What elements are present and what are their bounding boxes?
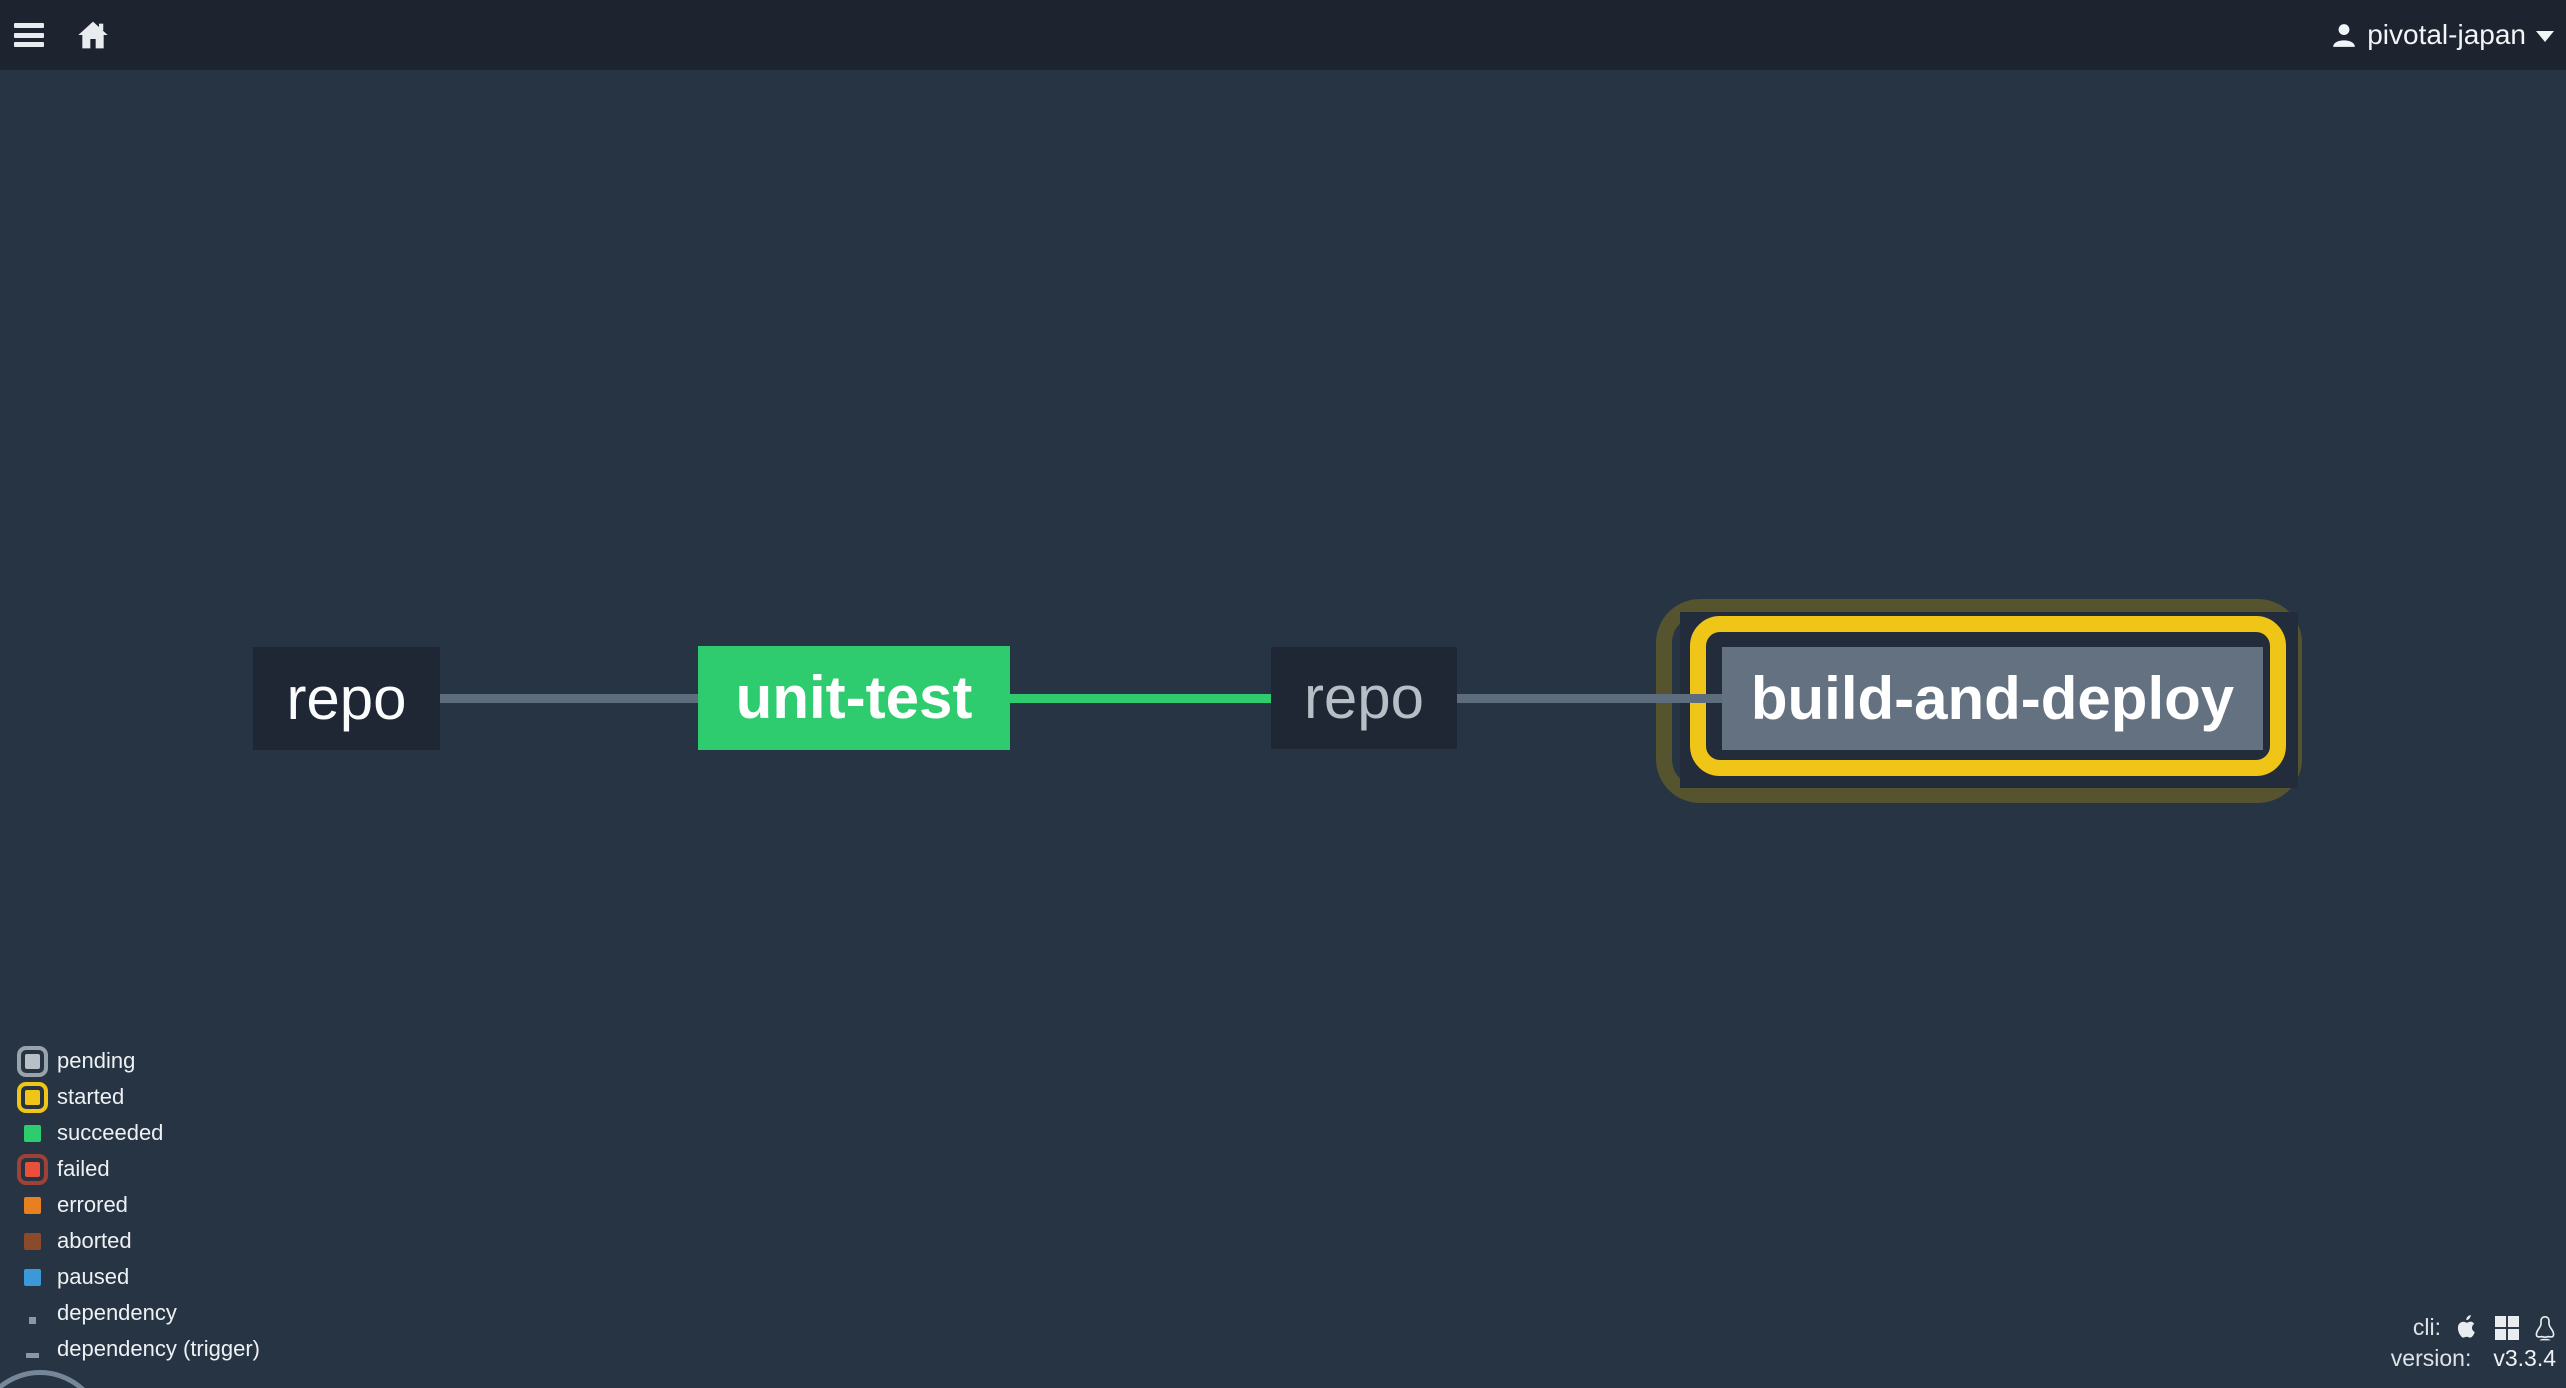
legend-label: aborted	[57, 1228, 132, 1253]
top-bar: pivotal-japan	[0, 0, 2566, 70]
legend-item: pending	[16, 1043, 260, 1079]
footer-info: cli:	[2391, 1312, 2556, 1374]
linux-icon	[2535, 1315, 2555, 1340]
caret-down-icon	[2536, 31, 2554, 42]
status-legend: pending started succeeded failed errored…	[16, 1043, 260, 1367]
legend-item: started	[16, 1079, 260, 1115]
legend-swatch-icon	[16, 1153, 48, 1185]
connector-repo-to-unit-test	[440, 694, 698, 703]
legend-item: dependency	[16, 1295, 260, 1331]
job-node-unit-test[interactable]: unit-test	[698, 646, 1010, 750]
legend-swatch-icon	[16, 1232, 48, 1250]
legend-swatch-icon	[16, 1341, 48, 1358]
cli-download-linux[interactable]	[2534, 1315, 2556, 1341]
version-label: version:	[2390, 1345, 2472, 1371]
legend-item: failed	[16, 1151, 260, 1187]
corner-arc-decoration	[0, 1370, 105, 1388]
failed-swatch-icon	[16, 1153, 48, 1185]
succeeded-swatch-icon	[23, 1124, 41, 1142]
errored-swatch-icon	[23, 1196, 41, 1214]
team-name: pivotal-japan	[2367, 19, 2526, 50]
started-swatch-icon	[16, 1081, 48, 1113]
legend-label: pending	[57, 1048, 136, 1073]
pending-swatch-icon	[16, 1045, 48, 1077]
apple-icon	[2457, 1314, 2475, 1338]
resource-label: repo	[1303, 664, 1425, 731]
legend-label: paused	[57, 1264, 130, 1289]
legend-label: dependency	[57, 1300, 177, 1325]
legend-label: errored	[57, 1192, 128, 1217]
job-label: unit-test	[735, 664, 973, 731]
cli-download-windows[interactable]	[2495, 1315, 2519, 1340]
legend-swatch-icon	[16, 1196, 48, 1214]
windows-icon	[2495, 1315, 2519, 1340]
version-value: v3.3.4	[2493, 1345, 2556, 1371]
legend-label: dependency (trigger)	[57, 1336, 261, 1361]
home-icon	[78, 21, 108, 49]
legend-swatch-icon	[16, 1081, 48, 1113]
resource-node-repo-2[interactable]: repo	[1271, 647, 1457, 749]
legend-label: failed	[57, 1156, 110, 1181]
paused-swatch-icon	[23, 1268, 41, 1286]
hamburger-menu-icon[interactable]	[14, 23, 44, 47]
home-button[interactable]	[77, 20, 109, 50]
legend-item: dependency (trigger)	[16, 1331, 260, 1367]
user-icon	[2333, 24, 2356, 47]
legend-swatch-icon	[16, 1303, 48, 1324]
legend-item: succeeded	[16, 1115, 260, 1151]
legend-label: succeeded	[57, 1120, 164, 1145]
resource-node-repo[interactable]: repo	[253, 647, 440, 750]
legend-label: started	[57, 1084, 125, 1109]
connector-unit-test-to-repo	[1010, 694, 1271, 703]
legend-item: paused	[16, 1259, 260, 1295]
connector-repo-to-build-and-deploy	[1457, 694, 1722, 703]
job-label: build-and-deploy	[1750, 664, 2235, 732]
cli-label: cli:	[2412, 1314, 2441, 1340]
legend-item: errored	[16, 1187, 260, 1223]
user-menu[interactable]: pivotal-japan	[2331, 19, 2554, 51]
resource-label: repo	[286, 664, 407, 732]
aborted-swatch-icon	[23, 1232, 41, 1250]
cli-download-apple[interactable]	[2457, 1314, 2480, 1341]
legend-swatch-icon	[16, 1268, 48, 1286]
legend-item: aborted	[16, 1223, 260, 1259]
dependency-trigger--swatch-icon	[25, 1352, 39, 1358]
job-node-build-and-deploy[interactable]: build-and-deploy	[1722, 647, 2263, 750]
legend-swatch-icon	[16, 1045, 48, 1077]
dependency-swatch-icon	[28, 1316, 36, 1324]
legend-swatch-icon	[16, 1124, 48, 1142]
